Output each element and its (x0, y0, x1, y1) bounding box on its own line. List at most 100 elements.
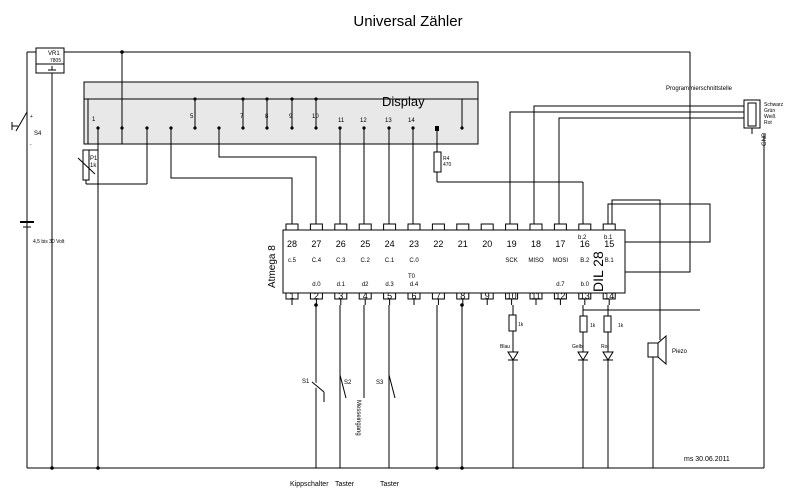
switch-s4-label: S4 (34, 131, 42, 137)
ic-top-pin-function: MOSI (553, 258, 569, 264)
ic-top-pin (358, 223, 372, 231)
credit-label: ms 30.06.2011 (684, 456, 730, 463)
led-resistor-value: 1k (518, 322, 524, 328)
display-pin-dots (96, 97, 464, 131)
led-blau: 1k Blau (500, 305, 524, 468)
switch-s3: S3 (376, 374, 396, 399)
ic-bottom-pin-function: d.1 (337, 282, 346, 288)
ic-top-pin (309, 223, 323, 231)
ic-top-pin (529, 223, 543, 231)
ic-bottom-pin-number: 13 (580, 291, 590, 301)
led-resistor-value: 1k (618, 323, 624, 329)
ic-top-pin-number: 25 (360, 239, 370, 249)
ic-bottom-pin-number: 4 (363, 291, 368, 301)
battery-label: 4,5 bis 30 Volt (33, 239, 65, 245)
ic-bottom-pin-function: d.4 (410, 282, 419, 288)
display-panel (83, 81, 479, 145)
display-pin-label: 14 (408, 118, 415, 124)
ic-top-pin-number: 20 (482, 239, 492, 249)
r4-name: R4 (443, 156, 450, 162)
switch-s1: S1 (302, 379, 326, 402)
measure-input-label: Messeingang (355, 400, 361, 436)
ic-top-pin-number: 28 (287, 239, 297, 249)
microcontroller: Atmega 8 DIL 28 T0 b.2 b.1 (267, 229, 626, 294)
display-label: Display (382, 94, 425, 109)
ic-top-pin (602, 223, 616, 231)
ic-b1-label: b.1 (604, 235, 613, 241)
header-wire-label: Grün (764, 108, 775, 114)
r4-value: 470 (443, 162, 452, 168)
ic-top-pin-function: B.2 (580, 258, 590, 264)
ic-top-pin-number: 16 (580, 239, 590, 249)
display-ic-wires (170, 144, 414, 224)
battery: 4,5 bis 30 Volt (20, 221, 65, 245)
ic-top-pin-number: 19 (507, 239, 517, 249)
display-pin-label: 9 (289, 114, 293, 120)
bottom-label-kippschalter: Kippschalter (290, 481, 329, 488)
display-pin-label: 5 (190, 114, 194, 120)
header-wire-label: Rot (764, 120, 772, 126)
pot-value: 1k (90, 163, 97, 169)
ic-bottom-pin-number: 9 (485, 291, 490, 301)
ic-bottom-pin-number: 6 (411, 291, 416, 301)
ic-top-pin-function: C.3 (336, 258, 346, 264)
power-wires (26, 51, 764, 469)
programming-header: Programmierschnittstelle Schwarz Grün We… (666, 86, 784, 146)
display-pin-label: 1 (92, 117, 96, 123)
ic-bottom-pin-function: d.7 (556, 282, 565, 288)
ic-top-pin (285, 223, 299, 231)
ic-package: DIL 28 (590, 251, 606, 292)
display-pin-label: 12 (360, 118, 367, 124)
regulator-name: VR1 (48, 51, 60, 57)
ic-bottom-pin-number: 12 (555, 291, 565, 301)
ic-top-pin-number: 27 (311, 239, 321, 249)
ic-top-pin-number: 17 (555, 239, 565, 249)
ic-top-pin-number: 24 (385, 239, 395, 249)
ic-bottom-pin-number: 2 (314, 291, 319, 301)
ic-top-pin (578, 223, 592, 231)
ic-top-pin-function: C.4 (312, 258, 322, 264)
ic-bottom-pin-number: 14 (604, 291, 614, 301)
led-gelb: 1k Gelb (572, 305, 596, 468)
ic-top-pin-function: C.0 (409, 258, 419, 264)
ic-top-pin-function: C.1 (385, 258, 395, 264)
pin-minus-label: - (30, 142, 32, 148)
voltage-regulator: VR1 7805 (35, 47, 65, 74)
ic-bottom-pin-number: 7 (436, 291, 441, 301)
header-gnd-label: GND (762, 132, 768, 146)
ic-bottom-pin-number: 1 (289, 291, 294, 301)
ic-top-pin (383, 223, 397, 231)
ic-top-pin-function: c.5 (288, 258, 297, 264)
piezo-buzzer: Piezo (611, 199, 688, 468)
bottom-label-taster: Taster (335, 481, 355, 488)
piezo-label: Piezo (672, 349, 688, 355)
display-pin-label: 13 (385, 118, 392, 124)
ic-b2-label: b.2 (578, 235, 587, 241)
ic-top-pin-function: MISO (528, 258, 544, 264)
ic-bottom-pin-function: d2 (362, 282, 369, 288)
resistor-r4: R4 470 (433, 144, 584, 224)
ic-bottom-pin-number: 5 (387, 291, 392, 301)
ic-top-pin (505, 223, 519, 231)
display-pin-label: 11 (338, 118, 345, 124)
ic-bottom-pin-function: b.0 (581, 282, 590, 288)
pin-plus-label: + (30, 114, 33, 120)
ic-top-pin (480, 223, 494, 231)
ic-top-pin (334, 223, 348, 231)
ic-top-pin-number: 23 (409, 239, 419, 249)
switch-s1-label: S1 (302, 379, 310, 385)
ic-t0-label: T0 (408, 274, 416, 280)
ic-top-pin-number: 26 (336, 239, 346, 249)
switch-s2-label: S2 (344, 380, 352, 386)
led-blau-label: Blau (500, 344, 510, 350)
ic-bottom-pin-function: d.0 (312, 282, 321, 288)
input-wires (315, 305, 463, 468)
ic-top-pin (456, 223, 470, 231)
ic-top-pin-function: C.2 (361, 258, 371, 264)
led-gelb-label: Gelb (572, 344, 583, 350)
diagram-title: Universal Zähler (353, 13, 462, 30)
ic-bottom-pin-function: d.3 (385, 282, 394, 288)
ic-top-pin (431, 223, 445, 231)
switch-s4: S4 (11, 111, 42, 137)
led-resistor-value: 1k (590, 323, 596, 329)
